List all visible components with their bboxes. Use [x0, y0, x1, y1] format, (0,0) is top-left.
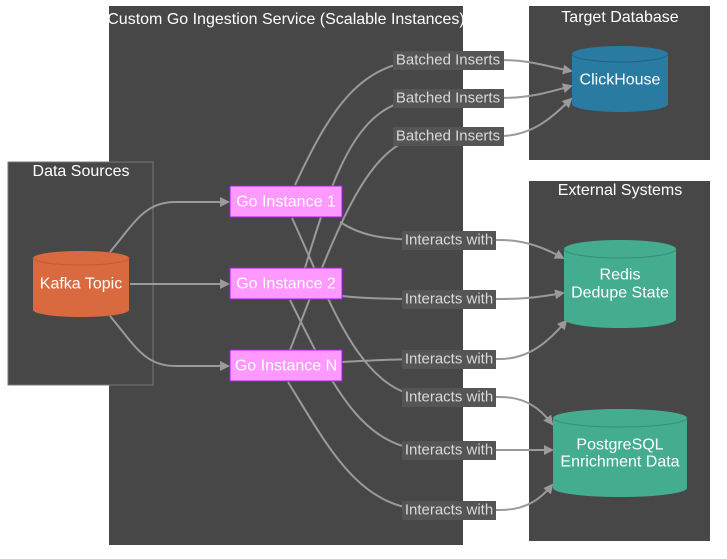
go-instance-n-node[interactable]: Go Instance N — [229, 349, 343, 382]
redis-node[interactable]: Redis Dedupe State — [563, 240, 677, 328]
go-instance-2-label: Go Instance 2 — [236, 276, 336, 293]
redis-label-line2: Dedupe State — [571, 285, 669, 302]
edge-label-batched-1: Batched Inserts — [393, 51, 504, 70]
edge-label-interacts-6: Interacts with — [402, 501, 496, 520]
kafka-topic-label: Kafka Topic — [40, 276, 122, 293]
edge-label-interacts-4: Interacts with — [402, 388, 496, 407]
go-instance-2-node[interactable]: Go Instance 2 — [229, 267, 343, 300]
svg-text:Batched Inserts: Batched Inserts — [396, 52, 500, 69]
svg-text:Interacts with: Interacts with — [405, 389, 493, 406]
svg-text:Interacts with: Interacts with — [405, 291, 493, 308]
edge-kafka-goN — [109, 315, 230, 371]
edge-label-interacts-2: Interacts with — [402, 290, 496, 309]
postgresql-label-line1: PostgreSQL — [576, 437, 663, 454]
edge-label-batched-2: Batched Inserts — [393, 89, 504, 108]
cluster-external-title: External Systems — [558, 182, 682, 199]
svg-text:Batched Inserts: Batched Inserts — [396, 90, 500, 107]
edge-label-interacts-5: Interacts with — [402, 441, 496, 460]
kafka-topic-node[interactable]: Kafka Topic — [32, 251, 130, 317]
go-instance-1-label: Go Instance 1 — [236, 194, 336, 211]
svg-text:Interacts with: Interacts with — [405, 232, 493, 249]
edge-label-batched-3: Batched Inserts — [393, 127, 504, 146]
svg-text:Batched Inserts: Batched Inserts — [396, 128, 500, 145]
postgresql-node[interactable]: PostgreSQL Enrichment Data — [552, 409, 688, 497]
redis-label-line1: Redis — [600, 267, 641, 284]
edge-label-interacts-3: Interacts with — [402, 350, 496, 369]
edge-kafka-go1 — [109, 197, 230, 253]
go-instance-n-label: Go Instance N — [235, 358, 337, 375]
cluster-data-sources-title: Data Sources — [33, 163, 130, 180]
edge-label-interacts-1: Interacts with — [402, 231, 496, 250]
cluster-target-db-title: Target Database — [561, 9, 679, 26]
postgresql-label-line2: Enrichment Data — [560, 454, 679, 471]
clickhouse-label: ClickHouse — [580, 72, 661, 89]
clickhouse-node[interactable]: ClickHouse — [571, 46, 669, 112]
svg-text:Interacts with: Interacts with — [405, 502, 493, 519]
svg-text:Interacts with: Interacts with — [405, 442, 493, 459]
go-instance-1-node[interactable]: Go Instance 1 — [229, 185, 343, 218]
svg-text:Interacts with: Interacts with — [405, 351, 493, 368]
cluster-ingestion-title: Custom Go Ingestion Service (Scalable In… — [107, 11, 465, 28]
